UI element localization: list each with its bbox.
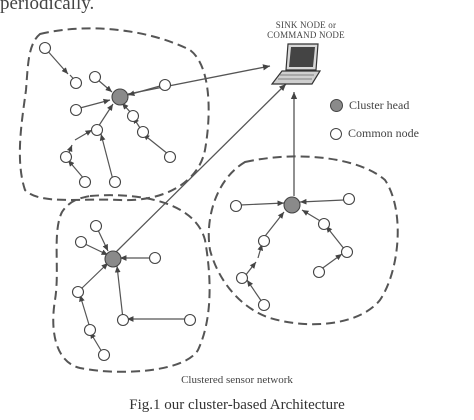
cluster-head-node-1 (111, 88, 129, 106)
common-node (59, 150, 73, 164)
common-node (97, 348, 111, 362)
common-node (74, 235, 88, 249)
common-node (83, 323, 97, 337)
cluster-head-node-3 (283, 196, 301, 214)
legend-common-node: Common node (330, 126, 419, 141)
cluster-boundary-right (207, 155, 399, 326)
cluster-2-nodes (71, 219, 197, 362)
common-node-swatch (330, 127, 342, 140)
common-node (158, 78, 172, 92)
network-label: Clustered sensor network (181, 374, 293, 386)
legend-cluster-head-label: Cluster head (349, 98, 410, 112)
common-node (108, 175, 122, 189)
common-node (78, 175, 92, 189)
common-node (340, 245, 354, 259)
link-head-2-to-sink (115, 83, 287, 253)
cluster-head-swatch (330, 99, 343, 112)
common-node (69, 76, 83, 90)
common-node (257, 234, 271, 248)
legend-common-node-label: Common node (348, 126, 419, 140)
common-node (183, 313, 197, 327)
common-node (90, 123, 104, 137)
common-node (88, 70, 102, 84)
laptop-icon (270, 43, 322, 85)
common-node (136, 125, 150, 139)
legend-cluster-head: Cluster head (330, 98, 409, 113)
figure-caption: Fig.1 our cluster-based Architecture (129, 397, 345, 413)
cluster-boundary-top-left (18, 27, 210, 202)
cluster-3-nodes (229, 192, 356, 312)
common-node (148, 251, 162, 265)
common-node (126, 109, 140, 123)
common-node (38, 41, 52, 55)
cluster-boundary-bottom-left (52, 194, 211, 373)
common-node (71, 285, 85, 299)
cluster-head-node-2 (104, 250, 122, 268)
common-node (312, 265, 326, 279)
common-node (229, 199, 243, 213)
link-head-1-to-sink (127, 64, 271, 95)
common-node (257, 298, 271, 312)
sink-label-line-2: COMMAND NODE (267, 30, 345, 40)
common-node (116, 313, 130, 327)
top-text: periodically. (0, 0, 95, 14)
common-node (89, 219, 103, 233)
cluster-1-nodes (38, 41, 177, 189)
common-node (317, 217, 331, 231)
sink-label-line-1: SINK NODE or (275, 20, 337, 30)
common-node (342, 192, 356, 206)
cluster-2-edges (79, 229, 186, 353)
cluster-3-edges (239, 198, 346, 303)
common-node (235, 271, 249, 285)
common-node (163, 150, 177, 164)
sink-node-label: SINK NODE or COMMAND NODE (250, 20, 362, 40)
common-node (69, 103, 83, 117)
